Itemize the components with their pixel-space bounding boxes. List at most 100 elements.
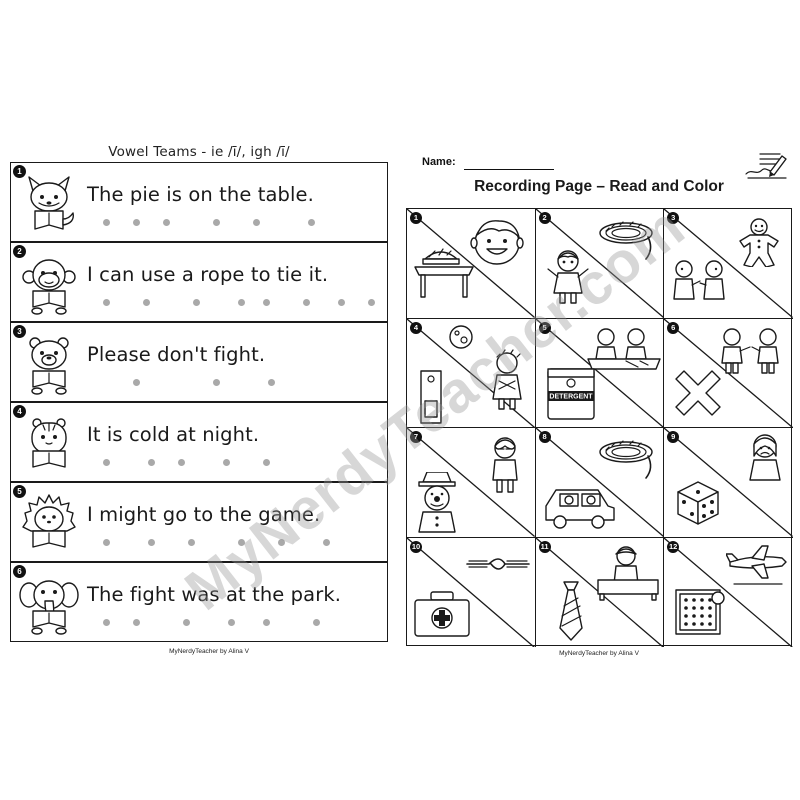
pie-on-table-icon (414, 248, 474, 298)
word-dot (163, 219, 170, 226)
word-dot (148, 459, 155, 466)
picture-cell[interactable]: 3 (664, 209, 793, 319)
worksheet-footer: MyNerdyTeacher by Alina V (169, 648, 249, 655)
picture-cell[interactable]: 8 (535, 428, 665, 538)
word-dot (103, 299, 110, 306)
word-dot (263, 619, 270, 626)
cell-number-badge: 11 (538, 540, 551, 553)
sentence-text: Please don't fight. (87, 343, 266, 366)
binder-and-cold-girl-icon (420, 348, 522, 424)
sentence-number-badge: 5 (13, 485, 26, 498)
hamster-reading-icon (31, 418, 67, 468)
girl-sleepy-icon (492, 437, 518, 493)
diagonal-divider (407, 537, 535, 647)
word-dot-row (87, 299, 377, 309)
word-dot (303, 299, 310, 306)
sentence-number-badge: 4 (13, 405, 26, 418)
cell-number-badge: 10 (410, 540, 422, 553)
word-dot-row (87, 219, 377, 229)
picture-cell[interactable]: 6 (664, 318, 793, 428)
word-dot (253, 219, 260, 226)
picture-cell[interactable]: 4 (407, 318, 536, 428)
girl-tying-icon (546, 250, 589, 304)
word-dot (238, 539, 245, 546)
picture-cell[interactable]: 12 (664, 537, 793, 647)
clown-icon (418, 472, 456, 533)
word-dot (338, 299, 345, 306)
word-dot (268, 379, 275, 386)
diagonal-divider (664, 537, 793, 647)
word-dot (103, 459, 110, 466)
word-dot (213, 219, 220, 226)
cell-number-badge: 6 (667, 321, 680, 334)
picture-cell[interactable]: 7 (407, 428, 536, 538)
girl-making-bed-icon (596, 545, 659, 601)
necktie-icon (558, 580, 583, 641)
sad-girl-icon (749, 434, 781, 481)
sentence-text: I can use a rope to tie it. (87, 263, 329, 286)
name-line[interactable] (464, 169, 554, 170)
word-dot (103, 539, 110, 546)
boys-fighting-icon (721, 327, 779, 374)
cell-number-badge: 4 (410, 321, 422, 334)
pencil-writing-icon (745, 153, 787, 179)
recording-page-footer: MyNerdyTeacher by Alina V (559, 650, 639, 657)
cell-number-badge: 3 (667, 212, 680, 224)
picture-cell[interactable]: 10 (407, 537, 536, 647)
word-dot-row (87, 619, 377, 629)
word-dot (188, 539, 195, 546)
word-dot (223, 459, 230, 466)
picture-cell[interactable]: 2 (535, 209, 665, 319)
word-dot (183, 619, 190, 626)
monkey-reading-icon (22, 259, 76, 315)
word-dot (103, 219, 110, 226)
word-dot (238, 299, 245, 306)
boy-face-icon (470, 220, 524, 265)
sentence-number-badge: 1 (13, 165, 26, 178)
diagonal-divider (535, 428, 664, 537)
sentence-text: The fight was at the park. (87, 583, 342, 606)
word-dot (133, 619, 140, 626)
picture-cell[interactable]: 11 (535, 537, 665, 647)
name-label: Name: (422, 156, 456, 168)
word-dot-row (87, 379, 377, 389)
first-aid-kit-icon (414, 590, 470, 637)
word-dot (263, 299, 270, 306)
moon-icon (449, 324, 473, 349)
game-board-icon (675, 588, 725, 635)
hedgehog-reading-icon (22, 494, 76, 548)
picture-cell[interactable]: 9 (664, 428, 793, 538)
cell-number-badge: 9 (667, 431, 680, 443)
word-dot (313, 619, 320, 626)
elephant-reading-icon (19, 580, 79, 635)
word-dot (133, 219, 140, 226)
word-dot (178, 459, 185, 466)
picture-cell[interactable]: 1 (407, 209, 536, 319)
diagonal-divider (535, 318, 664, 427)
word-dot (263, 459, 270, 466)
cell-number-badge: 7 (410, 431, 422, 443)
word-dot (323, 539, 330, 546)
x-mark-icon (675, 369, 721, 416)
fox-reading-icon (28, 176, 74, 230)
sentence-card: 4 It is cold at night. (10, 402, 388, 482)
word-dot (278, 539, 285, 546)
sentence-text: It is cold at night. (87, 423, 260, 446)
cell-number-badge: 12 (667, 540, 680, 553)
word-dot-row (87, 459, 377, 469)
gingerbread-man-icon (739, 218, 779, 267)
sentence-number-badge: 6 (13, 565, 26, 578)
rope-coil-icon (598, 440, 653, 479)
word-dot (308, 219, 315, 226)
word-dot (228, 619, 235, 626)
diagonal-divider (664, 209, 793, 318)
word-dot-row (87, 539, 377, 549)
detergent-label: DETERGENT (549, 393, 593, 400)
worksheet-title: Vowel Teams - ie /ī/, igh /ī/ (108, 144, 290, 160)
